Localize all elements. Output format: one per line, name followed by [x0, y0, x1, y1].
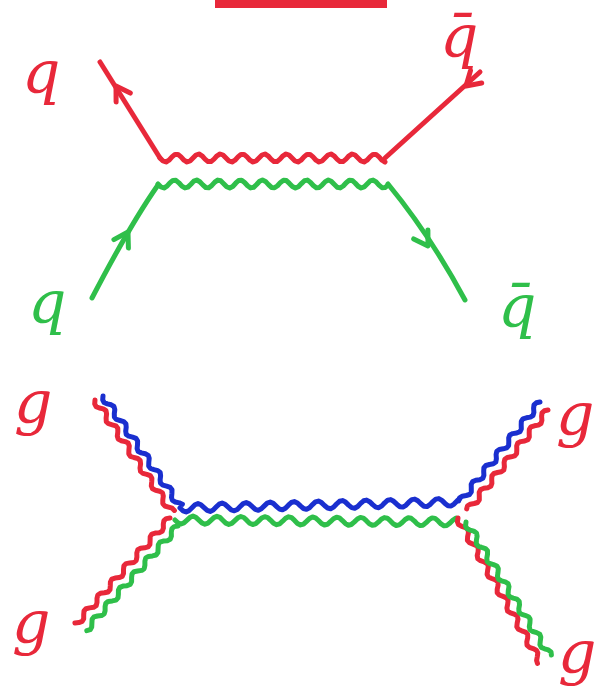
gluon-line — [467, 410, 548, 509]
particle-label: g — [14, 372, 52, 432]
gluon-line — [160, 154, 385, 162]
particle-label: q̄ — [498, 276, 536, 336]
particle-label: q — [28, 272, 66, 332]
particle-label: q — [22, 42, 60, 102]
arrowhead — [114, 232, 128, 248]
header-bar — [215, 0, 387, 8]
arrowhead — [116, 86, 130, 102]
gluon-line — [103, 396, 183, 504]
gluon-line — [459, 402, 540, 501]
gluon-line — [180, 499, 460, 512]
particle-label: q̄ — [440, 6, 478, 66]
arrowhead — [466, 71, 482, 86]
quark-line — [388, 184, 465, 300]
gluon-line — [158, 180, 388, 188]
particle-label: g — [558, 622, 596, 682]
gluon-line — [175, 516, 456, 526]
quark-line — [92, 185, 158, 298]
gluon-line — [95, 400, 175, 510]
arrowhead — [414, 230, 428, 246]
quark-line — [100, 62, 160, 158]
gluon-line — [87, 526, 178, 631]
particle-label: g — [12, 592, 50, 652]
gluon-line — [466, 522, 552, 655]
particle-label: g — [556, 384, 594, 444]
gluon-line — [457, 518, 537, 663]
gluon-line — [75, 518, 170, 623]
